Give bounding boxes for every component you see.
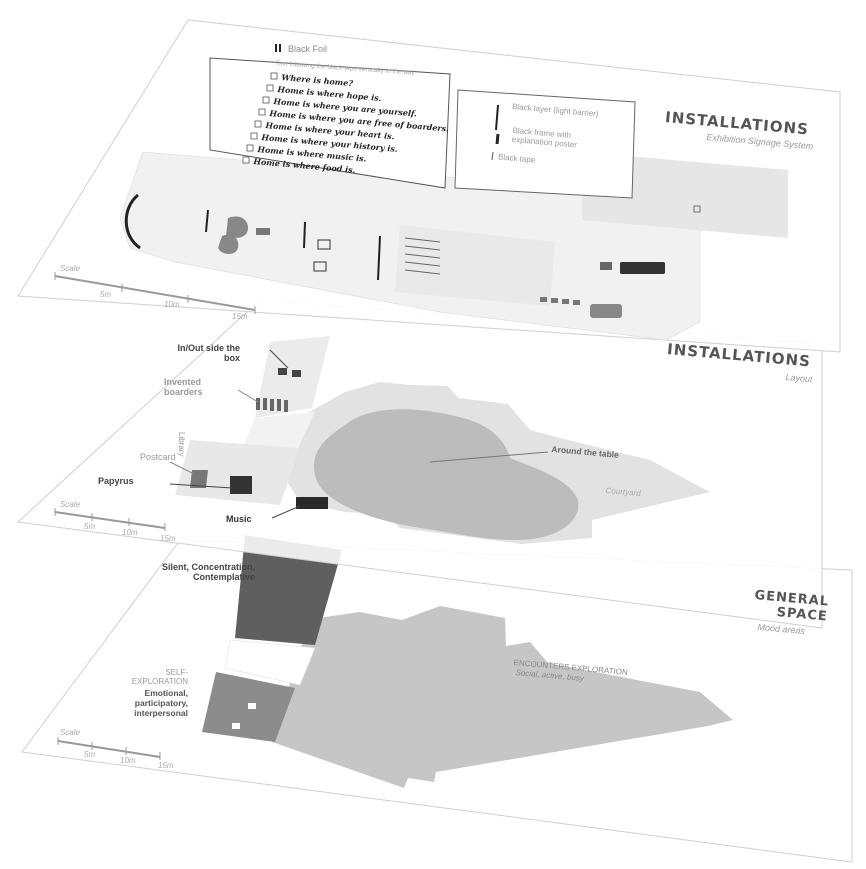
silent-area bbox=[235, 535, 342, 645]
in-out-marker-b bbox=[292, 370, 301, 377]
middle-scale-mark-2: 15m bbox=[160, 534, 176, 543]
bottom-scale-mark-0: 5m bbox=[84, 750, 96, 759]
leader-in-out bbox=[269, 349, 289, 369]
middle-scale-mark-1: 10m bbox=[122, 528, 138, 537]
label-music: Music bbox=[226, 514, 252, 524]
top-scale-mark-2: 15m bbox=[232, 312, 248, 321]
middle-layer bbox=[16, 299, 823, 629]
exhibit-blob-a bbox=[226, 216, 248, 238]
postcard-stand bbox=[190, 470, 208, 488]
top-scale-mark-0: 5m bbox=[100, 290, 112, 299]
middle-scale-bar bbox=[54, 511, 166, 529]
bottom-scale-mark-2: 15m bbox=[158, 761, 174, 770]
postcard-papyrus-zone bbox=[175, 440, 300, 505]
bottom-scale-bar bbox=[57, 740, 161, 758]
middle-scale-mark-0: 5m bbox=[84, 522, 96, 531]
exhibit-block bbox=[256, 228, 270, 235]
top-scale-label: Scale bbox=[60, 264, 81, 273]
key-black-tape-swatch bbox=[491, 151, 494, 161]
long-table bbox=[620, 262, 665, 274]
side-block bbox=[600, 262, 612, 270]
label-silent-area: Silent, Concentration, Contemplative bbox=[161, 562, 255, 582]
top-layer bbox=[17, 19, 841, 353]
label-invented-boarders: Invented boarders bbox=[164, 377, 203, 397]
key-black-layer-swatch bbox=[495, 104, 499, 131]
chair-row bbox=[540, 297, 580, 305]
in-out-marker-a bbox=[278, 368, 287, 375]
material-key-box bbox=[454, 89, 636, 199]
self-marker-a bbox=[248, 703, 256, 709]
leader-music bbox=[271, 505, 301, 519]
leader-papyrus bbox=[169, 483, 233, 489]
music-speaker bbox=[296, 497, 328, 509]
leader-postcard bbox=[169, 461, 195, 475]
self-marker-b bbox=[232, 723, 240, 729]
top-scale-bar bbox=[54, 275, 256, 311]
top-scale-mark-1: 10m bbox=[164, 300, 180, 309]
checkbox-column bbox=[242, 72, 278, 164]
label-self-exploration-desc: Emotional, participatory, interpersonal bbox=[134, 688, 188, 718]
bottom-layer bbox=[21, 535, 853, 863]
label-in-out: In/Out side the box bbox=[177, 343, 240, 363]
around-the-table-zone bbox=[314, 409, 579, 540]
exhibit-blob-b bbox=[218, 234, 239, 254]
label-self-exploration-title: SELF- EXPLORATION bbox=[131, 668, 188, 686]
frame-icon-a bbox=[317, 239, 331, 250]
top-central-room bbox=[395, 225, 555, 306]
label-postcard: Postcard bbox=[140, 452, 176, 462]
tape-line-b bbox=[303, 221, 306, 249]
black-layer-line bbox=[377, 235, 381, 281]
tape-line-a bbox=[205, 209, 209, 233]
key-black-frame-swatch bbox=[495, 133, 500, 145]
bench bbox=[590, 304, 622, 318]
bottom-scale-label: Scale bbox=[60, 728, 81, 737]
middle-scale-label: Scale bbox=[60, 500, 81, 509]
invented-boarders-stripes bbox=[256, 398, 288, 412]
leader-invented bbox=[237, 389, 259, 403]
bottom-scale-mark-1: 10m bbox=[120, 756, 136, 765]
black-layer-curve bbox=[124, 193, 141, 250]
frame-icon-b bbox=[313, 261, 327, 272]
leader-around bbox=[429, 451, 549, 463]
top-stair-lines bbox=[404, 237, 441, 275]
black-foil-heading: Black Foil bbox=[288, 44, 328, 54]
marker-square bbox=[693, 205, 701, 213]
label-library: Library bbox=[177, 432, 186, 457]
papyrus-table bbox=[230, 476, 252, 494]
transition-strip bbox=[224, 639, 316, 686]
top-right-room bbox=[582, 152, 788, 238]
label-papyrus: Papyrus bbox=[98, 476, 134, 486]
encounters-area bbox=[272, 606, 733, 788]
